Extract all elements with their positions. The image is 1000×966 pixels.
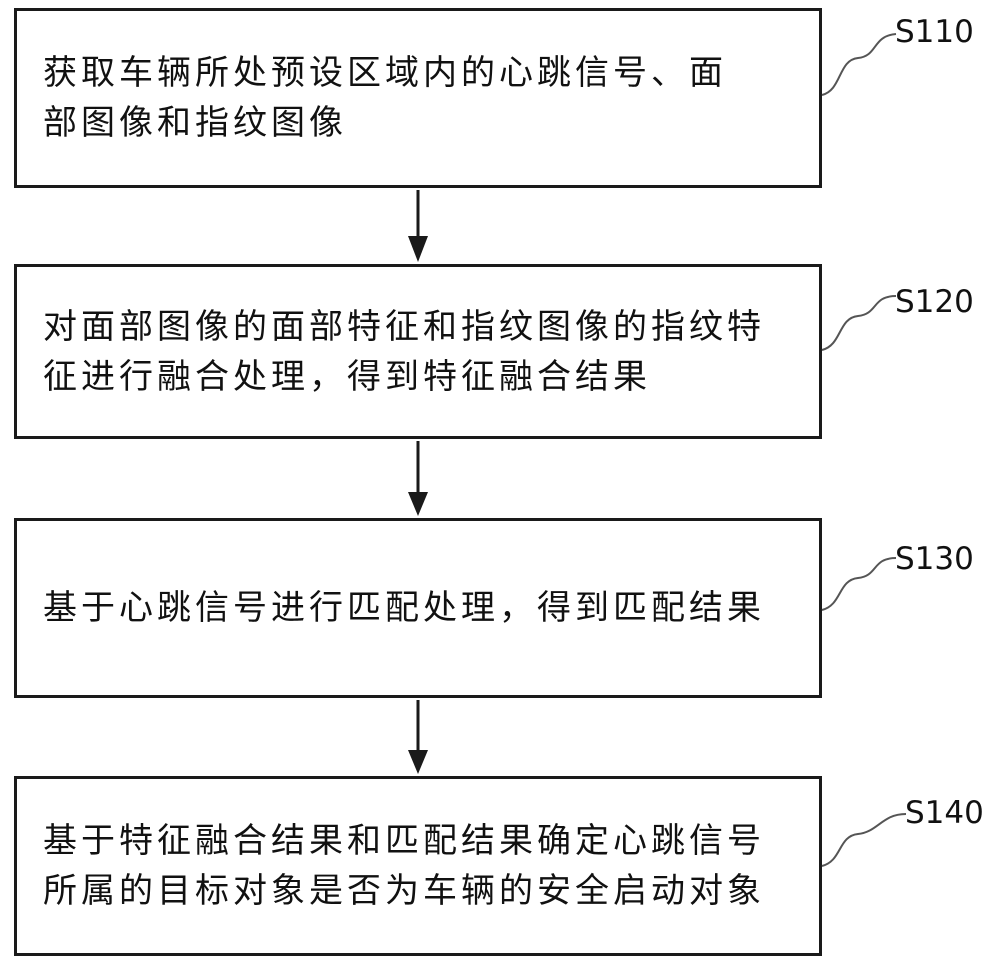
step-text-s110: 获取车辆所处预设区域内的心跳信号、面 部图像和指纹图像 — [17, 48, 819, 148]
leader-line-s140 — [822, 814, 906, 866]
step-box-s120: 对面部图像的面部特征和指纹图像的指纹特 征进行融合处理，得到特征融合结果 — [14, 264, 822, 439]
step-box-s140: 基于特征融合结果和匹配结果确定心跳信号 所属的目标对象是否为车辆的安全启动对象 — [14, 776, 822, 956]
step-label-s130: S130 — [895, 541, 974, 577]
arrow-s130-to-s140 — [408, 700, 428, 774]
step-text-s130: 基于心跳信号进行匹配处理，得到匹配结果 — [17, 583, 819, 633]
leader-line-s120 — [822, 296, 896, 350]
arrow-s120-to-s130 — [408, 441, 428, 516]
leader-line-s130 — [822, 558, 896, 610]
step-text-s140: 基于特征融合结果和匹配结果确定心跳信号 所属的目标对象是否为车辆的安全启动对象 — [17, 816, 819, 916]
step-box-s130: 基于心跳信号进行匹配处理，得到匹配结果 — [14, 518, 822, 698]
step-text-s120: 对面部图像的面部特征和指纹图像的指纹特 征进行融合处理，得到特征融合结果 — [17, 302, 819, 402]
arrow-s110-to-s120 — [408, 190, 428, 262]
step-label-s140: S140 — [905, 795, 984, 831]
step-label-s120: S120 — [895, 284, 974, 320]
step-label-s110: S110 — [895, 14, 974, 50]
leader-line-s110 — [822, 34, 896, 95]
step-box-s110: 获取车辆所处预设区域内的心跳信号、面 部图像和指纹图像 — [14, 8, 822, 188]
